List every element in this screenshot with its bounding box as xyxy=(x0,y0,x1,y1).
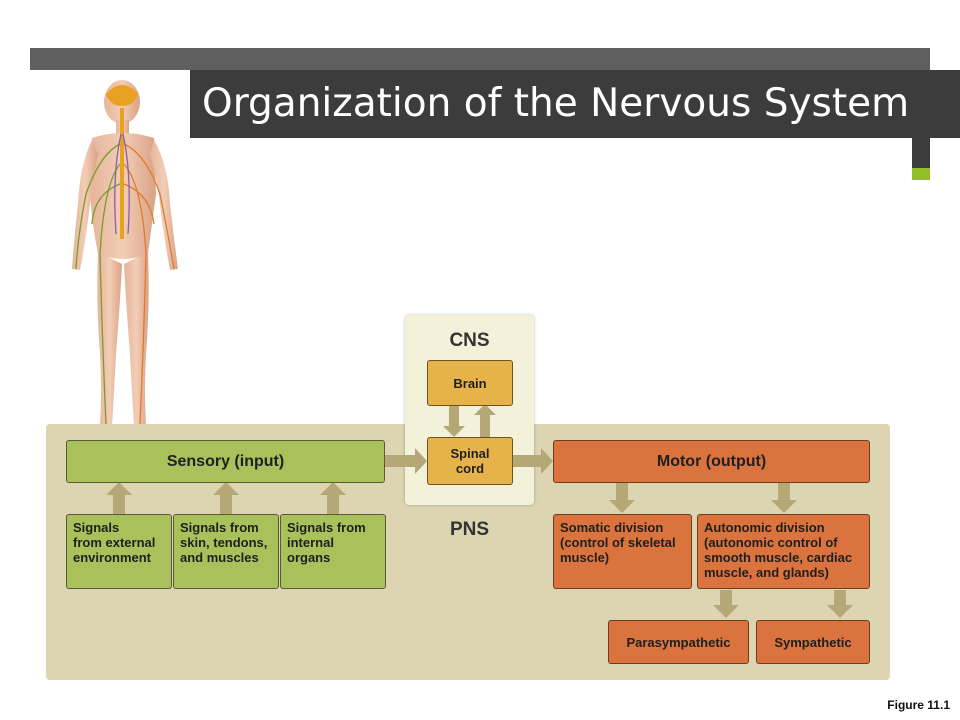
signals-internal-box: Signals from internal organs xyxy=(280,514,386,589)
sympathetic-box: Sympathetic xyxy=(756,620,870,664)
parasympathetic-box: Parasympathetic xyxy=(608,620,749,664)
autonomic-line-2: (autonomic control of xyxy=(704,535,838,550)
brain-box: Brain xyxy=(427,360,513,406)
somatic-line-2: (control of skeletal xyxy=(560,535,676,550)
top-decor-bar xyxy=(30,48,930,70)
motor-output-box: Motor (output) xyxy=(553,440,870,483)
signals-skin-line-3: and muscles xyxy=(180,550,259,565)
slide-title: Organization of the Nervous System xyxy=(202,81,910,126)
signals-skin-line-1: Signals from xyxy=(180,520,259,535)
signals-skin-line-2: skin, tendons, xyxy=(180,535,268,550)
cns-heading: CNS xyxy=(449,330,490,351)
accent-square xyxy=(912,168,930,180)
human-nervous-system-icon xyxy=(72,80,178,426)
spinal-cord-box: Spinal cord xyxy=(427,437,513,485)
somatic-division-box: Somatic division (control of skeletal mu… xyxy=(553,514,692,589)
autonomic-line-3: smooth muscle, cardiac xyxy=(704,550,853,565)
signals-internal-line-3: organs xyxy=(287,550,331,565)
autonomic-division-box: Autonomic division (autonomic control of… xyxy=(697,514,870,589)
title-drop-decor xyxy=(912,138,930,168)
signals-skin-box: Signals from skin, tendons, and muscles xyxy=(173,514,279,589)
signals-external-line-3: environment xyxy=(73,550,152,565)
spinal-cord-line-2: cord xyxy=(455,461,485,476)
sensory-input-box: Sensory (input) xyxy=(66,440,385,483)
pns-heading: PNS xyxy=(449,519,490,540)
autonomic-line-1: Autonomic division xyxy=(704,520,825,535)
figure-label: Figure 11.1 xyxy=(887,698,950,712)
signals-internal-line-2: internal xyxy=(287,535,334,550)
somatic-line-1: Somatic division xyxy=(560,520,664,535)
autonomic-line-4: muscle, and glands) xyxy=(704,565,829,580)
signals-external-box: Signals from external environment xyxy=(66,514,172,589)
signals-internal-line-1: Signals from xyxy=(287,520,366,535)
signals-external-line-1: Signals xyxy=(73,520,120,535)
signals-external-line-2: from external xyxy=(73,535,156,550)
spinal-cord-line-1: Spinal xyxy=(450,446,490,461)
somatic-line-3: muscle) xyxy=(560,550,610,565)
title-bar: Organization of the Nervous System xyxy=(190,70,960,138)
